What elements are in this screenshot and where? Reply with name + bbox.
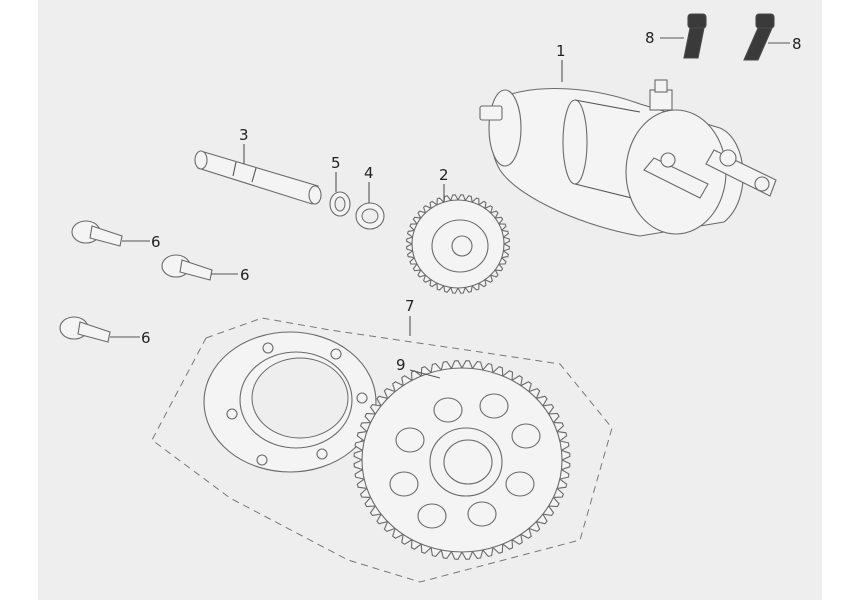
callout-label-8b: 8	[792, 35, 802, 53]
bolt-middle[interactable]	[161, 254, 213, 281]
one-way-clutch-housing[interactable]	[203, 331, 377, 473]
callout-label-6c: 6	[141, 329, 151, 347]
bolt-lower[interactable]	[59, 316, 111, 343]
washer[interactable]	[355, 202, 385, 230]
callout-label-7: 7	[405, 297, 415, 315]
callout-label-4: 4	[364, 164, 374, 182]
callout-label-2: 2	[439, 166, 449, 184]
callout-label-1: 1	[556, 42, 566, 60]
starter-motor[interactable]	[479, 79, 777, 237]
callout-label-6b: 6	[240, 266, 250, 284]
circlip[interactable]	[329, 191, 351, 217]
callout-label-3: 3	[239, 126, 249, 144]
callout-label-5: 5	[331, 154, 341, 172]
idler-shaft[interactable]	[194, 150, 322, 205]
starter-driven-gear[interactable]	[353, 360, 571, 560]
assembly-outline	[151, 317, 613, 583]
callout-label-9: 9	[396, 356, 406, 374]
motor-bolt-left[interactable]	[683, 13, 707, 59]
idler-gear[interactable]	[406, 194, 510, 294]
leader-line-9	[409, 369, 441, 379]
callout-label-8a: 8	[645, 29, 655, 47]
bolt-upper[interactable]	[71, 220, 123, 247]
callout-label-6a: 6	[151, 233, 161, 251]
motor-bolt-right[interactable]	[743, 13, 775, 61]
